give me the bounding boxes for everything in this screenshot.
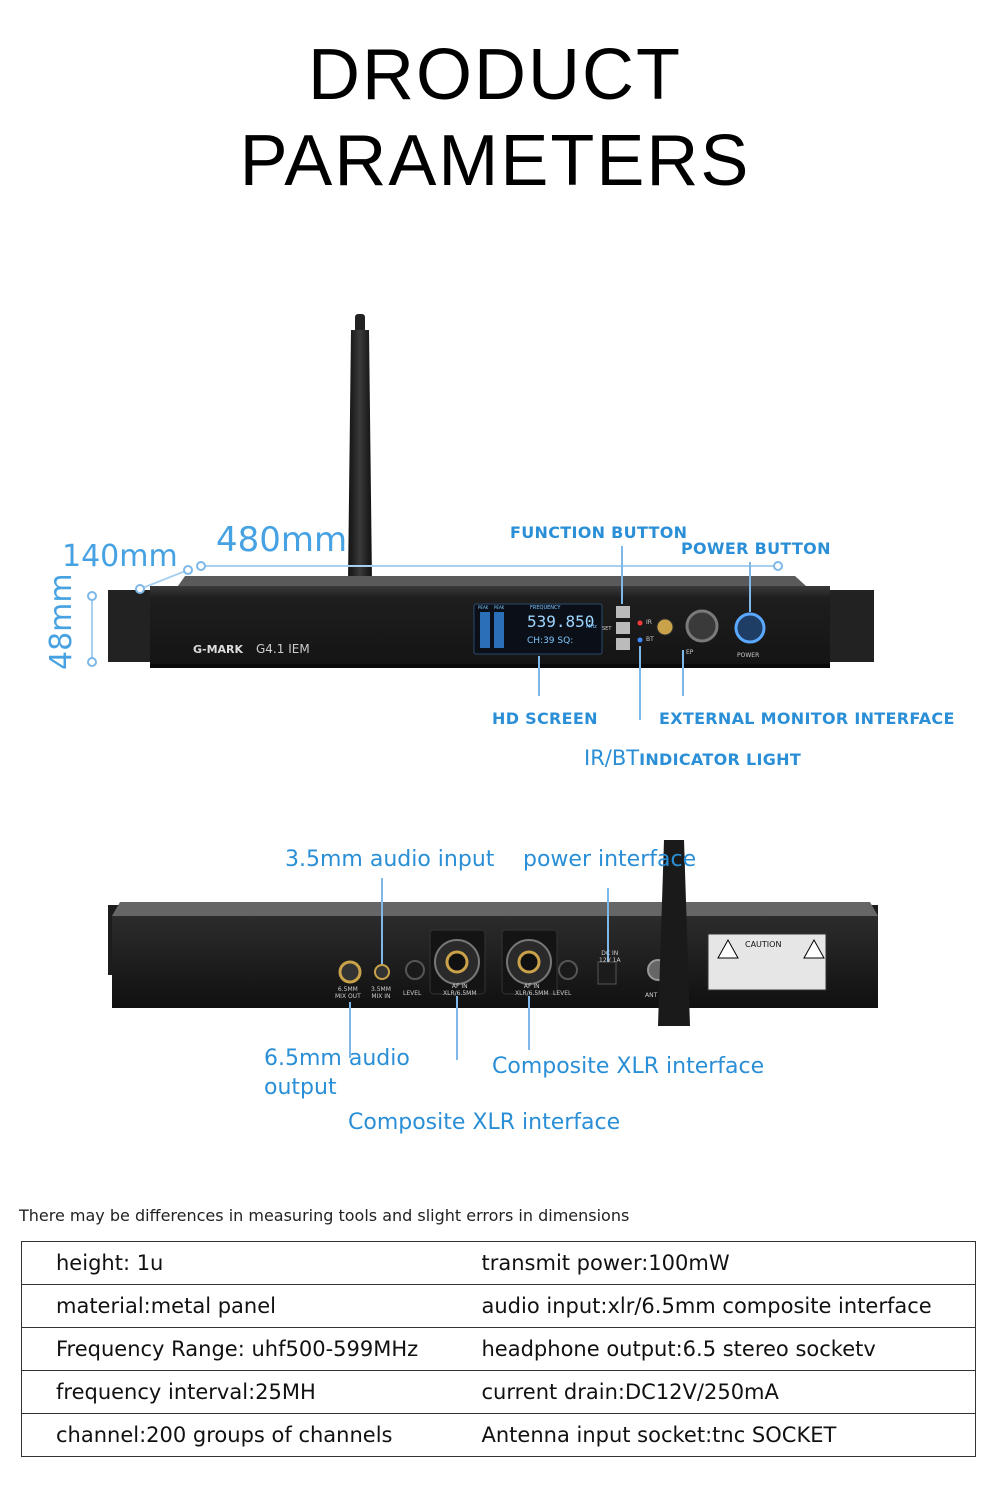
antenna-tip xyxy=(355,314,365,332)
mix-in-jack xyxy=(374,964,390,980)
rack-ear-right xyxy=(830,590,874,662)
dimension-width: 480mm xyxy=(216,520,348,560)
callout-external-monitor: EXTERNAL MONITOR INTERFACE xyxy=(659,709,955,728)
set-label: SET xyxy=(602,626,612,632)
rack-ear-left xyxy=(108,590,150,662)
dimension-height: 48mm xyxy=(44,573,79,670)
bt-label: BT xyxy=(646,636,654,643)
rear-level-label-2: LEVEL xyxy=(553,990,572,997)
callout-audio-output-65mm-line1: 6.5mm audio xyxy=(264,1046,410,1071)
spec-cell: Antenna input socket:tnc SOCKET xyxy=(447,1413,976,1457)
front-brand: G-MARK xyxy=(193,643,244,656)
callout-power-interface: power interface xyxy=(523,847,697,872)
table-row: material:metal panel audio input:xlr/6.5… xyxy=(21,1284,976,1328)
table-row: height: 1u transmit power:100mW xyxy=(21,1241,976,1285)
front-unit-illustration xyxy=(87,314,874,720)
spec-cell: transmit power:100mW xyxy=(447,1241,976,1285)
lcd-frequency-unit: MHz xyxy=(586,624,597,630)
ep-label: EP xyxy=(686,649,694,656)
power-button xyxy=(734,612,766,644)
title-line-1: DRODUCT xyxy=(308,35,682,115)
callout-ir-bt: IR/BTINDICATOR LIGHT xyxy=(584,746,801,770)
spec-cell: material:metal panel xyxy=(21,1284,448,1328)
rear-mix-in-label: 3.5MM MIX IN xyxy=(371,986,391,1000)
spec-cell: Frequency Range: uhf500-599MHz xyxy=(21,1327,448,1371)
hd-screen xyxy=(473,603,603,655)
rear-dc-in-label: DC IN 12V 1A xyxy=(599,950,621,964)
table-row: frequency interval:25MH current drain:DC… xyxy=(21,1370,976,1414)
lcd-peak-1: PEAK xyxy=(478,605,489,610)
rear-af-in-label-1: AF IN XLR/6.5MM xyxy=(443,983,477,997)
callout-hd-screen: HD SCREEN xyxy=(492,709,598,728)
level-knob-1 xyxy=(405,960,425,980)
spec-cell: current drain:DC12V/250mA xyxy=(447,1370,976,1414)
spec-cell: channel:200 groups of channels xyxy=(21,1413,448,1457)
bt-indicator-light xyxy=(637,637,643,643)
mix-out-jack xyxy=(338,960,362,984)
callout-xlr-left: Composite XLR interface xyxy=(348,1110,621,1135)
rear-level-label-1: LEVEL xyxy=(403,990,422,997)
lcd-frequency: 539.850 xyxy=(527,612,595,631)
lcd-peak-2: PEAK xyxy=(494,605,505,610)
antenna xyxy=(348,330,372,582)
ir-indicator-light xyxy=(637,620,643,626)
callout-ir-bt-suffix: INDICATOR LIGHT xyxy=(639,750,802,769)
measurement-note: There may be differences in measuring to… xyxy=(19,1206,630,1225)
power-label: POWER xyxy=(737,652,760,659)
rear-af-in-label-2: AF IN XLR/6.5MM xyxy=(515,983,549,997)
lcd-channel-line: CH:39 SQ: xyxy=(527,636,574,646)
rear-mix-out-label: 6.5MM MIX OUT xyxy=(335,986,361,1000)
callout-audio-input-35mm: 3.5mm audio input xyxy=(285,847,495,872)
rear-antenna xyxy=(658,840,690,1026)
dc-in-socket xyxy=(597,961,617,985)
table-row: channel:200 groups of channels Antenna i… xyxy=(21,1413,976,1457)
spec-cell: headphone output:6.5 stereo socketv xyxy=(447,1327,976,1371)
rear-caution-text: CAUTION xyxy=(745,940,782,949)
lcd-frequency-caption: FREQUENCY xyxy=(530,605,561,611)
callout-xlr-right: Composite XLR interface xyxy=(492,1054,765,1079)
rear-unit-illustration xyxy=(108,840,878,1060)
rear-ant-label: ANT xyxy=(645,992,658,999)
callout-function-button: FUNCTION BUTTON xyxy=(510,523,688,542)
callout-power-button: POWER BUTTON xyxy=(681,539,831,558)
volume-knob xyxy=(685,609,719,643)
headphone-jack xyxy=(656,618,674,636)
ir-label: IR xyxy=(646,619,652,626)
spec-cell: height: 1u xyxy=(21,1241,448,1285)
callout-audio-output-65mm-line2: output xyxy=(264,1075,337,1100)
spec-cell: frequency interval:25MH xyxy=(21,1370,448,1414)
spec-cell: audio input:xlr/6.5mm composite interfac… xyxy=(447,1284,976,1328)
front-model: G4.1 IEM xyxy=(256,642,310,656)
callout-ir-bt-prefix: IR/BT xyxy=(584,746,640,770)
title-line-2: PARAMETERS xyxy=(239,121,751,201)
level-knob-2 xyxy=(558,960,578,980)
dimension-depth: 140mm xyxy=(62,539,178,574)
spec-table: height: 1u transmit power:100mW material… xyxy=(21,1241,976,1457)
table-row: Frequency Range: uhf500-599MHz headphone… xyxy=(21,1327,976,1371)
